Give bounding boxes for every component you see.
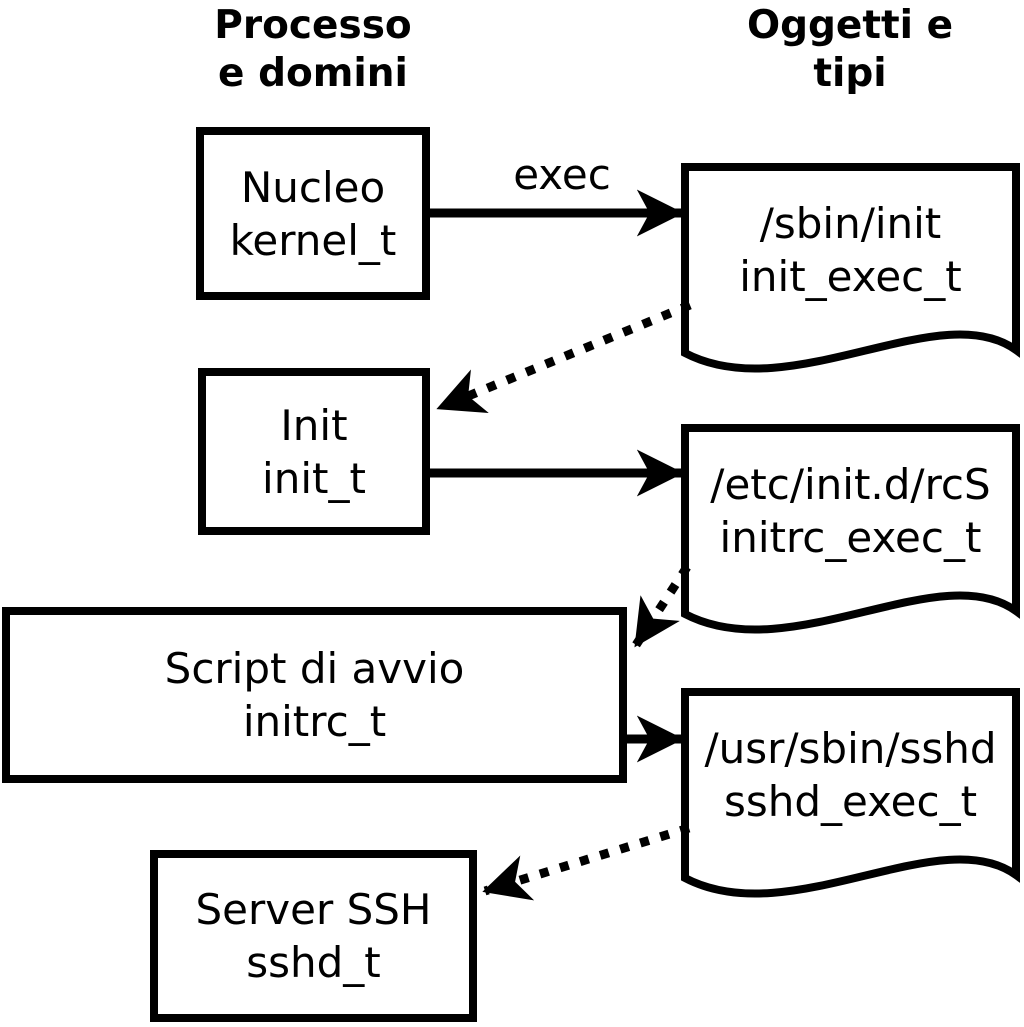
document-label-initrc-exec: /etc/init.d/rcS initrc_exec_t <box>685 436 1016 586</box>
process-box-initrc: Script di avvio initrc_t <box>2 607 627 783</box>
object-type: initrc_exec_t <box>719 513 982 562</box>
process-name: Nucleo <box>240 162 386 212</box>
exec-arrow-label: exec <box>513 150 611 199</box>
transition-arrow-sbin-init-to-init-t <box>436 300 692 413</box>
transition-arrow-sshd-to-sshd-t <box>482 823 691 901</box>
object-path: /sbin/init <box>759 199 942 248</box>
object-type: init_exec_t <box>739 252 962 301</box>
process-box-sshd: Server SSH sshd_t <box>150 850 477 1022</box>
process-name: Script di avvio <box>164 644 465 693</box>
process-domain-type: initrc_t <box>242 697 387 746</box>
object-path: /etc/init.d/rcS <box>710 460 991 509</box>
object-type: sshd_exec_t <box>723 777 978 826</box>
document-shape-init-exec <box>681 163 1020 373</box>
process-box-init: Init init_t <box>198 368 430 535</box>
column-header-processes-domains: Processo e domini <box>214 3 412 96</box>
process-domain-type: kernel_t <box>229 215 397 265</box>
transition-arrow-rcS-to-initrc-t <box>632 564 691 648</box>
column-header-objects-types: Oggetti e tipi <box>746 3 954 96</box>
object-path: /usr/sbin/sshd <box>704 724 997 773</box>
document-shape-initrc-exec <box>681 424 1020 634</box>
process-box-kernel: Nucleo kernel_t <box>196 127 430 300</box>
document-shape-sshd-exec <box>681 688 1020 898</box>
process-domain-type: sshd_t <box>246 938 381 987</box>
process-domain-type: init_t <box>262 453 366 503</box>
document-label-sshd-exec: /usr/sbin/sshd sshd_exec_t <box>685 700 1016 850</box>
process-name: Server SSH <box>195 885 432 934</box>
document-label-init-exec: /sbin/init init_exec_t <box>685 175 1016 325</box>
process-name: Init <box>280 400 348 450</box>
